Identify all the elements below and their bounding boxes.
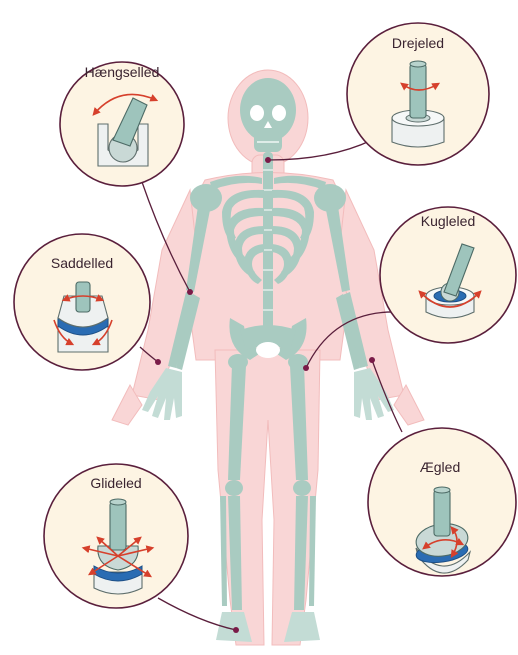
joint-label-saddelled: Saddelled — [51, 255, 113, 271]
joint-label-drejeled: Drejeled — [392, 35, 444, 51]
spine — [263, 152, 273, 330]
joint-bubble-glideled: Glideled — [44, 464, 188, 608]
joint-label-glideled: Glideled — [90, 475, 141, 491]
joint-bubble-kugleled: Kugleled — [380, 207, 516, 343]
joint-label-haengselled: Hængselled — [85, 64, 160, 80]
joint-bubble-aegled: Ægled — [368, 428, 516, 576]
joint-label-kugleled: Kugleled — [421, 213, 476, 229]
joint-bubble-haengselled: Hængselled — [60, 62, 184, 186]
joint-bubble-saddelled: Saddelled — [14, 234, 150, 370]
joint-label-aegled: Ægled — [420, 459, 460, 475]
joint-bubble-drejeled: Drejeled — [347, 23, 489, 165]
